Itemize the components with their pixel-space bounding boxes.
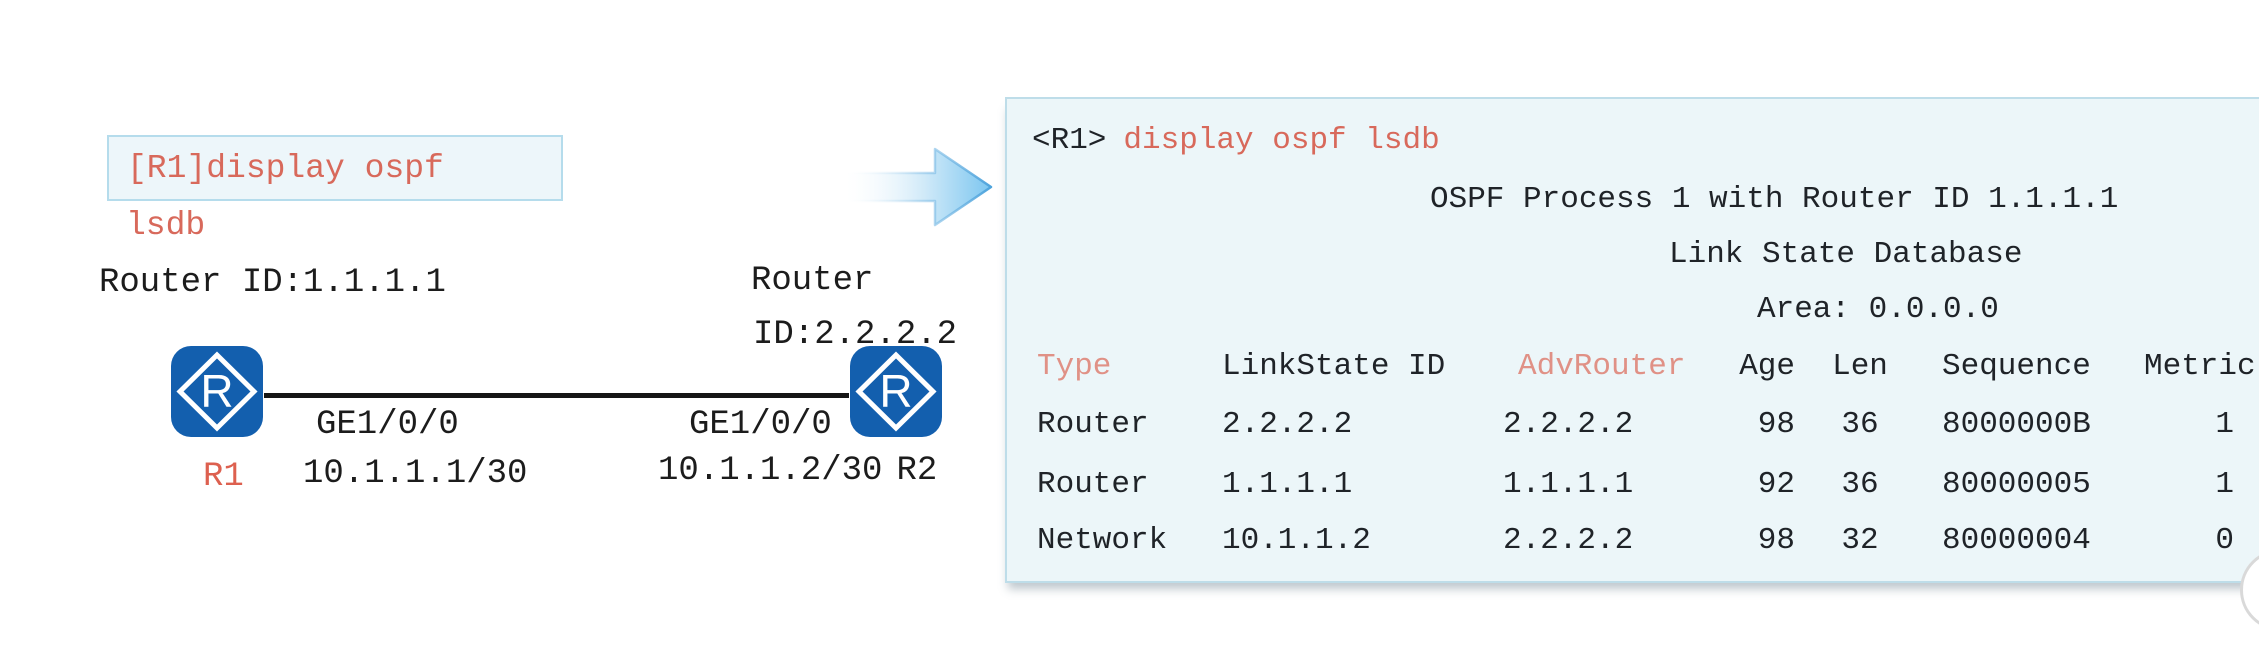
- terminal-output-panel: <R1> display ospf lsdb OSPF Process 1 wit…: [1005, 97, 2259, 583]
- terminal-command-line: <R1> display ospf lsdb: [1032, 121, 1440, 161]
- r1-router-id-label: Router ID:1.1.1.1: [99, 264, 446, 302]
- cell-linkstate-id: 1.1.1.1: [1222, 467, 1353, 502]
- ospf-process-line: OSPF Process 1 with Router ID 1.1.1.1: [1430, 182, 2119, 217]
- cell-advrouter: 2.2.2.2: [1503, 523, 1634, 558]
- cell-type: Network: [1037, 523, 1168, 558]
- header-sequence: Sequence: [1942, 349, 2091, 384]
- r1-interface-label: GE1/0/0: [316, 406, 459, 444]
- r2-ip-label: 10.1.1.2/30: [658, 452, 883, 490]
- header-type: Type: [1037, 349, 1112, 384]
- r2-interface-label: GE1/0/0: [689, 406, 832, 444]
- cell-len: 36: [1841, 407, 1879, 442]
- cell-sequence: 80000004: [1942, 523, 2091, 558]
- area-line: Area: 0.0.0.0: [1757, 292, 1999, 327]
- cell-advrouter: 1.1.1.1: [1503, 467, 1634, 502]
- router-r2-icon: R: [850, 346, 942, 437]
- command-annotation-box: [R1]display ospf: [107, 135, 563, 201]
- table-row: Network 10.1.1.2 2.2.2.2 98 32 80000004 …: [1007, 521, 2259, 561]
- link-state-database-line: Link State Database: [1669, 237, 2023, 272]
- header-metric: Metric: [2144, 349, 2256, 384]
- header-age: Age: [1739, 349, 1795, 384]
- cell-sequence: 80000005: [1942, 467, 2091, 502]
- cell-sequence: 8000000B: [1942, 407, 2091, 442]
- flow-arrow-icon: [843, 147, 993, 227]
- cell-metric: 1: [2215, 467, 2234, 502]
- svg-text:R: R: [879, 365, 912, 417]
- r1-name-label: R1: [203, 458, 244, 496]
- table-row: Router 2.2.2.2 2.2.2.2 98 36 8000000B 1: [1007, 405, 2259, 445]
- r2-router-id-label-line1: Router: [751, 262, 874, 300]
- command-annotation-line2: lsdb: [126, 207, 206, 244]
- lsdb-table-header-row: Type LinkState ID AdvRouter Age Len Sequ…: [1007, 347, 2259, 387]
- header-advrouter: AdvRouter: [1518, 349, 1686, 384]
- cell-age: 92: [1757, 467, 1795, 502]
- command-annotation-line1: [R1]display ospf: [127, 149, 444, 187]
- cell-linkstate-id: 2.2.2.2: [1222, 407, 1353, 442]
- router-r1-icon: R: [171, 346, 263, 437]
- cell-advrouter: 2.2.2.2: [1503, 407, 1634, 442]
- cell-len: 36: [1841, 467, 1879, 502]
- table-row: Router 1.1.1.1 1.1.1.1 92 36 80000005 1: [1007, 465, 2259, 505]
- cell-metric: 1: [2215, 407, 2234, 442]
- cell-linkstate-id: 10.1.1.2: [1222, 523, 1371, 558]
- r1-ip-label: 10.1.1.1/30: [303, 455, 528, 493]
- cell-type: Router: [1037, 467, 1149, 502]
- r2-name-label: R2: [896, 452, 938, 490]
- link-line: [264, 393, 849, 398]
- terminal-command: display ospf lsdb: [1123, 123, 1440, 158]
- terminal-prompt: <R1>: [1032, 123, 1107, 158]
- cell-age: 98: [1757, 523, 1795, 558]
- r2-ip-name-row: 10.1.1.2/30 R2: [658, 452, 937, 490]
- header-linkstate-id: LinkState ID: [1222, 349, 1446, 384]
- cell-len: 32: [1841, 523, 1879, 558]
- cell-metric: 0: [2215, 523, 2234, 558]
- header-len: Len: [1832, 349, 1888, 384]
- svg-text:R: R: [200, 365, 233, 417]
- cell-type: Router: [1037, 407, 1149, 442]
- cell-age: 98: [1757, 407, 1795, 442]
